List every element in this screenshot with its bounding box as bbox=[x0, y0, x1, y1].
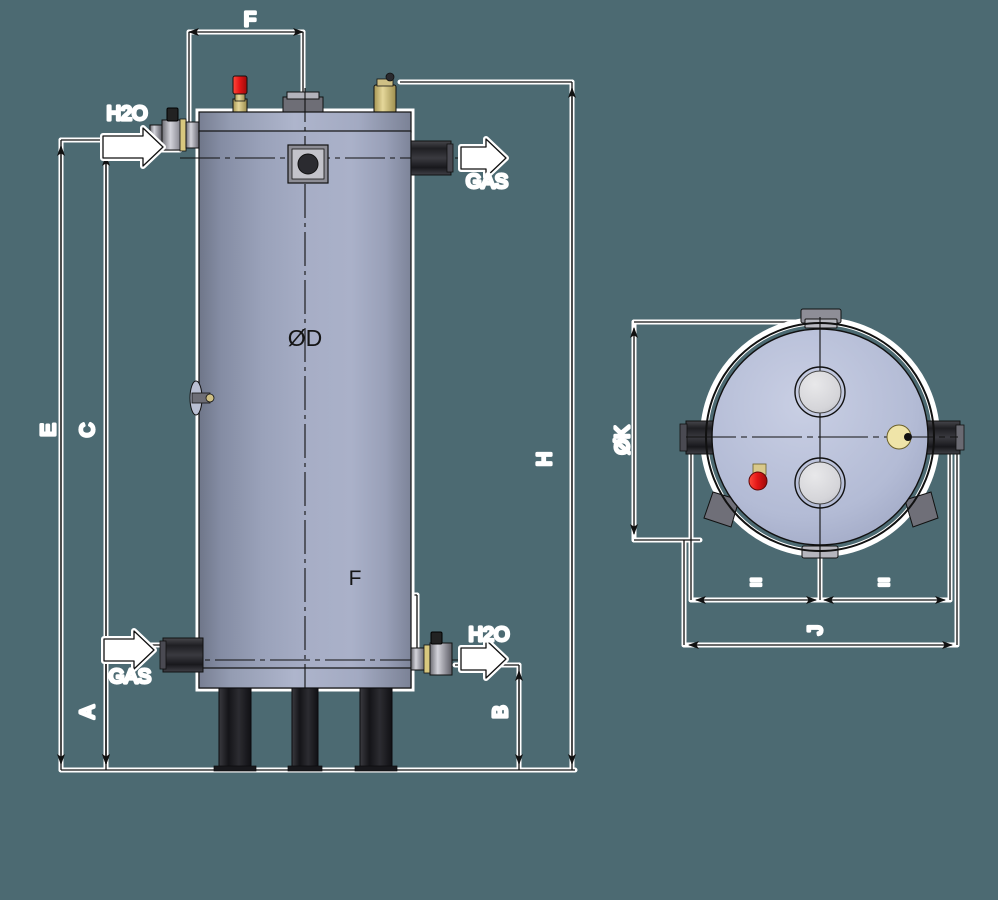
dim-label-b: B bbox=[490, 705, 512, 718]
inspection-sight-port bbox=[287, 144, 329, 184]
flow-label-gas-top: GAS bbox=[466, 171, 508, 193]
dim-label-f-top: F bbox=[244, 9, 256, 31]
flow-label-h2o-top: H2O bbox=[106, 103, 147, 125]
dim-label-h: H bbox=[534, 452, 556, 466]
ball-valve-outlet bbox=[410, 631, 453, 676]
flow-arrow-h2o-top bbox=[100, 125, 166, 169]
anode-inspection-plug bbox=[189, 380, 215, 416]
safety-relief-valve bbox=[232, 75, 248, 114]
dim-label-a: A bbox=[77, 705, 99, 719]
flow-label-gas-bottom: GAS bbox=[109, 666, 151, 688]
dim-label-f-mid: F bbox=[349, 567, 362, 590]
gas-inlet-nozzle-bottom bbox=[159, 637, 204, 673]
dim-label-diameter-d: ØD bbox=[288, 325, 323, 351]
lower-circular-port bbox=[794, 457, 846, 509]
red-relief-valve bbox=[748, 463, 768, 491]
gas-outlet-nozzle-top bbox=[410, 140, 454, 176]
upper-circular-port bbox=[794, 366, 846, 418]
top-flange-boss bbox=[282, 91, 324, 113]
dim-label-equal-right: = bbox=[878, 572, 890, 594]
dim-label-c: C bbox=[77, 423, 99, 437]
dim-label-equal-left: = bbox=[750, 572, 762, 594]
top-bracket bbox=[800, 308, 842, 329]
dim-label-j: J bbox=[805, 625, 827, 635]
flow-arrow-h2o-bottom bbox=[458, 637, 509, 681]
automatic-air-vent bbox=[373, 72, 397, 114]
dim-label-diameter-k: ØK bbox=[612, 425, 634, 455]
plan-section-view: ØK = = J bbox=[610, 308, 965, 649]
dim-label-e: E bbox=[38, 423, 60, 436]
brass-air-vent bbox=[886, 424, 912, 450]
flow-label-h2o-bottom: H2O bbox=[468, 624, 509, 646]
support-legs bbox=[213, 687, 398, 772]
flow-arrow-gas-bottom bbox=[101, 628, 157, 672]
lower-right-bracket bbox=[904, 491, 939, 528]
front-elevation-view: F F ØD E C A H B H2O GAS GAS H2O bbox=[36, 7, 578, 773]
flow-arrow-gas-top bbox=[458, 136, 509, 180]
